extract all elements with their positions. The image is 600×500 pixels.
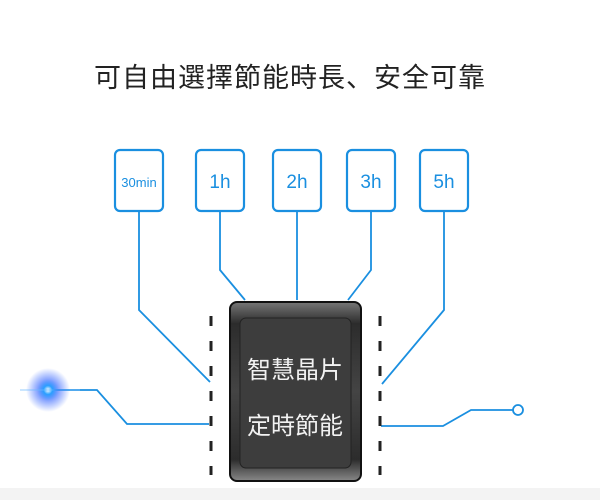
timer-box-3h (345, 148, 397, 213)
output-terminal-icon (512, 404, 524, 416)
headline: 可自由選擇節能時長、安全可靠 (94, 63, 486, 94)
timer-box-2h (271, 148, 323, 213)
bottom-shade (0, 488, 600, 500)
wire-1h (219, 211, 246, 301)
timer-box-30min (113, 148, 165, 213)
timer-label: 5h (433, 172, 454, 193)
chip-label-line2: 定時節能 (247, 412, 343, 440)
wire-output (381, 409, 513, 427)
timer-label: 3h (360, 172, 381, 193)
wire-input (50, 389, 209, 425)
timer-options: 30min 1h 2h 3h 5h (113, 148, 470, 213)
chip: 智慧晶片 定時節能 (229, 301, 362, 482)
wire-30min (138, 211, 211, 383)
timer-box-1h (194, 148, 246, 213)
wires (20, 211, 524, 427)
timer-label: 1h (209, 172, 230, 193)
chip-label-line1: 智慧晶片 (247, 356, 343, 384)
wire-3h (347, 211, 372, 301)
timer-label: 2h (286, 172, 307, 193)
wire-5h (381, 211, 445, 385)
timer-box-5h (418, 148, 470, 213)
timer-label: 30min (121, 175, 156, 190)
